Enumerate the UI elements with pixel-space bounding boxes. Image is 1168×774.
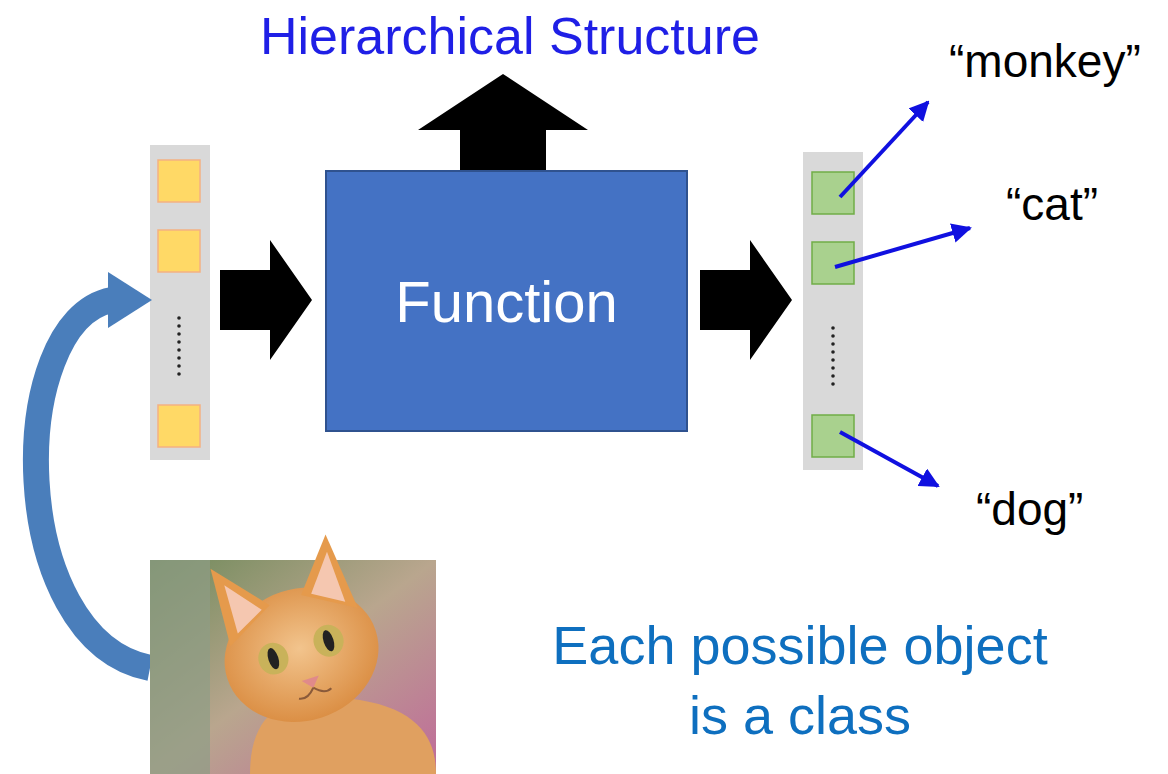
class-label: “cat”: [1006, 175, 1098, 235]
pointer-line: [840, 102, 928, 197]
block-arrow: [220, 240, 312, 360]
block-arrow: [700, 240, 792, 360]
note-text: Each possible object is a class: [550, 610, 1050, 750]
pointer-line: [835, 228, 970, 267]
curved-arrow: [36, 272, 152, 668]
box-label: Function: [395, 268, 617, 335]
class-label: “dog”: [976, 480, 1083, 540]
pointer-line: [840, 432, 938, 486]
block-arrow-up: [418, 74, 588, 172]
class-label: “monkey”: [949, 32, 1141, 92]
diagram-title: Hierarchical Structure: [260, 10, 760, 62]
function-box: Function: [325, 170, 688, 432]
cat-photo: [150, 526, 436, 774]
input-vector: [150, 145, 210, 460]
output-vector: [803, 152, 863, 470]
